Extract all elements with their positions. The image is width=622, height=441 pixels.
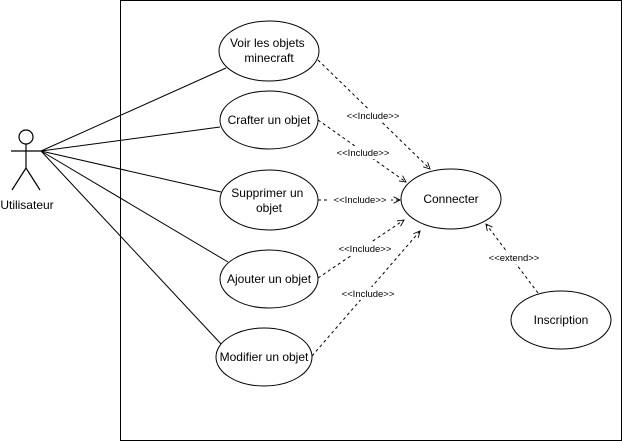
include-label-5: <<Include>> bbox=[342, 289, 395, 300]
extend-label: <<extend>> bbox=[489, 253, 540, 264]
svg-text:Connecter: Connecter bbox=[423, 192, 478, 206]
svg-text:Crafter un objet: Crafter un objet bbox=[228, 113, 311, 127]
association-crafter bbox=[40, 126, 221, 152]
associations bbox=[40, 67, 229, 346]
use-case-modifier-objet[interactable]: Modifier un objet bbox=[215, 327, 313, 387]
use-case-voir-line-1: Voir les objets bbox=[230, 36, 305, 50]
include-label-4: <<Include>> bbox=[339, 244, 392, 255]
use-case-crafter-objet[interactable]: Crafter un objet bbox=[219, 90, 319, 150]
association-supprimer bbox=[40, 150, 222, 193]
svg-text:Voir les objets minecraf: Voir les objets minecraft bbox=[230, 36, 308, 65]
include-label-1: <<Include>> bbox=[347, 111, 400, 122]
use-case-supprimer-line-1: Supprimer un bbox=[231, 186, 303, 200]
association-modifier bbox=[40, 150, 223, 346]
svg-text:Modifier un objet: Modifier un objet bbox=[220, 350, 309, 364]
use-case-ajouter-line-1: Ajouter un objet bbox=[227, 272, 312, 286]
use-case-ajouter-objet[interactable]: Ajouter un objet bbox=[219, 249, 319, 309]
include-label-3: <<Include>> bbox=[334, 195, 387, 206]
svg-text:Supprimer un objet: Supprimer un objet bbox=[231, 186, 306, 215]
use-case-modifier-line-1: Modifier un objet bbox=[220, 350, 309, 364]
use-case-voir-line-2: minecraft bbox=[244, 51, 294, 65]
use-case-supprimer-objet[interactable]: Supprimer un objet bbox=[219, 169, 319, 231]
use-case-connecter-line-1: Connecter bbox=[423, 192, 478, 206]
include-label-2: <<Include>> bbox=[337, 148, 390, 159]
svg-text:Ajouter un objet: Ajouter un objet bbox=[227, 272, 312, 286]
association-ajouter bbox=[40, 150, 229, 263]
actor-label: Utilisateur bbox=[0, 198, 53, 212]
association-voir bbox=[40, 67, 227, 152]
use-case-voir-objets[interactable]: Voir les objets minecraft bbox=[218, 20, 320, 82]
system-boundary bbox=[120, 0, 622, 441]
actor-utilisateur[interactable]: Utilisateur bbox=[0, 129, 54, 212]
use-case-inscription[interactable]: Inscription bbox=[510, 290, 612, 350]
stick-figure-icon bbox=[11, 129, 41, 191]
svg-text:Inscription: Inscription bbox=[534, 313, 589, 327]
relation-labels: <<Include>> <<Include>> <<Include>> <<In… bbox=[329, 109, 544, 300]
use-case-inscription-line-1: Inscription bbox=[534, 313, 589, 327]
use-case-crafter-line-1: Crafter un objet bbox=[228, 113, 311, 127]
use-case-connecter[interactable]: Connecter bbox=[400, 168, 502, 230]
include-line-ajouter bbox=[317, 220, 404, 279]
use-case-supprimer-line-2: objet bbox=[256, 201, 283, 215]
